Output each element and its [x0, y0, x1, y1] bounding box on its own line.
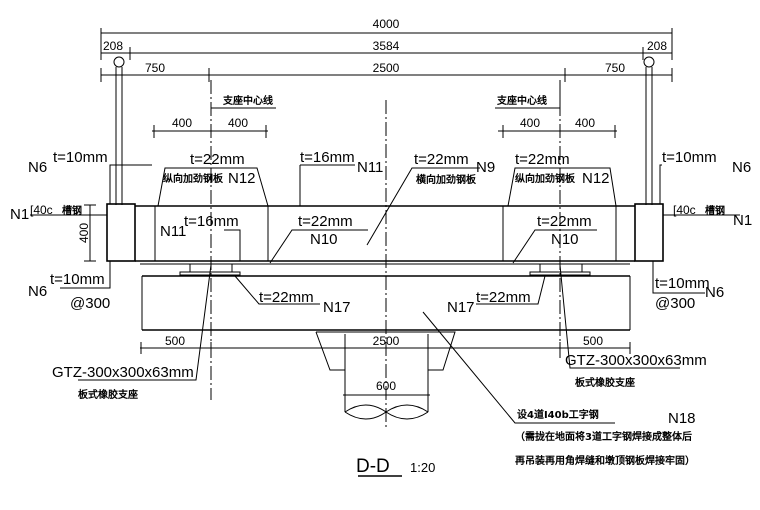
trans-stiffener-leader	[366, 167, 480, 246]
i-beam-lower	[141, 275, 631, 331]
n6-left-bottom: N6	[28, 283, 47, 300]
dim-400-l2: 400	[228, 116, 248, 130]
note-line-2: 再吊装再用角焊缝和墩顶钢板焊接牢固）	[515, 454, 695, 467]
dim-400-l1: 400	[172, 116, 192, 130]
note-line-1: （需拢在地面将3道工字钢焊接成整体后	[515, 430, 692, 443]
channel-left-label: [40c	[30, 203, 53, 217]
n6-right-bottom: N6	[705, 284, 724, 301]
dim-4000: 4000	[373, 17, 400, 31]
dim-750-right: 750	[605, 61, 625, 75]
t22-n17-right: t=22mm	[476, 289, 531, 306]
t22-n17-left: t=22mm	[259, 289, 314, 306]
t10-left-bottom: t=10mm	[50, 271, 105, 288]
bearing-right-spec: GTZ-300x300x63mm	[565, 352, 707, 369]
n17-right: N17	[447, 299, 475, 316]
n6-right-top: N6	[732, 159, 751, 176]
bearing-centerline-label-left: 支座中心线	[222, 94, 273, 107]
t10-left-top: t=10mm	[53, 149, 108, 166]
dim-400-r1: 400	[520, 116, 540, 130]
t22-n10-right: t=22mm	[537, 213, 592, 230]
dim-2500-bottom: 2500	[373, 334, 400, 348]
bearing-right-cn: 板式橡胶支座	[575, 376, 635, 389]
channel-right-label: [40c	[673, 203, 696, 217]
dim-208-right: 208	[647, 39, 667, 53]
n9: N9	[476, 159, 495, 176]
n1-left: N1	[10, 206, 29, 223]
pier	[315, 331, 456, 420]
channel-left-cn: 槽钢	[62, 204, 82, 217]
long-stiffener-left	[157, 167, 269, 207]
bearing-left-cn: 板式橡胶支座	[78, 388, 138, 401]
dim-400-vert: 400	[77, 223, 91, 243]
dim-500-right: 500	[583, 334, 603, 348]
n10-left: N10	[310, 231, 338, 248]
bearing-centerline-label-right: 支座中心线	[496, 94, 547, 107]
leader-lines	[30, 164, 740, 424]
railing-post-right	[643, 56, 655, 205]
n17-left: N17	[323, 299, 351, 316]
long-stiffener-left-label: 纵向加劲钢板	[163, 172, 224, 185]
trans-stiffener-label: 横向加劲钢板	[416, 173, 477, 186]
at300-right: @300	[655, 295, 695, 312]
dim-500-left: 500	[165, 334, 185, 348]
bearing-left-spec: GTZ-300x300x63mm	[52, 364, 194, 381]
t16-top: t=16mm	[300, 149, 355, 166]
n11-inner: N11	[160, 223, 186, 240]
t10-right-top: t=10mm	[662, 149, 717, 166]
railing-post-left	[113, 56, 125, 205]
dim-750-left: 750	[145, 61, 165, 75]
n1-right: N1	[733, 212, 752, 229]
i-beam-note: 设4道I40b工字钢	[517, 408, 599, 421]
channel-right-cn: 槽钢	[705, 204, 725, 217]
dim-208-left: 208	[103, 39, 123, 53]
section-scale: 1:20	[410, 460, 435, 475]
n18: N18	[668, 410, 696, 427]
dim-3584: 3584	[373, 39, 400, 53]
channel-right	[634, 203, 664, 262]
n12-left: N12	[228, 170, 256, 187]
t22-n9: t=22mm	[414, 151, 469, 168]
t10-right-bottom: t=10mm	[655, 275, 710, 292]
dim-600: 600	[376, 379, 396, 393]
t22-n12-right: t=22mm	[515, 151, 570, 168]
t16-inner: t=16mm	[184, 213, 239, 230]
n6-left-top: N6	[28, 159, 47, 176]
long-stiffener-right	[507, 167, 617, 207]
section-title: D-D	[356, 456, 390, 477]
channel-left	[106, 203, 136, 262]
long-stiffener-right-label: 纵向加劲钢板	[515, 172, 576, 185]
n10-right: N10	[551, 231, 579, 248]
at300-left: @300	[70, 295, 110, 312]
dim-2500-top: 2500	[373, 61, 400, 75]
t22-n10-left: t=22mm	[298, 213, 353, 230]
n12-right: N12	[582, 170, 610, 187]
n11-top: N11	[357, 159, 383, 176]
t22-n12-left: t=22mm	[190, 151, 245, 168]
dim-400-r2: 400	[575, 116, 595, 130]
